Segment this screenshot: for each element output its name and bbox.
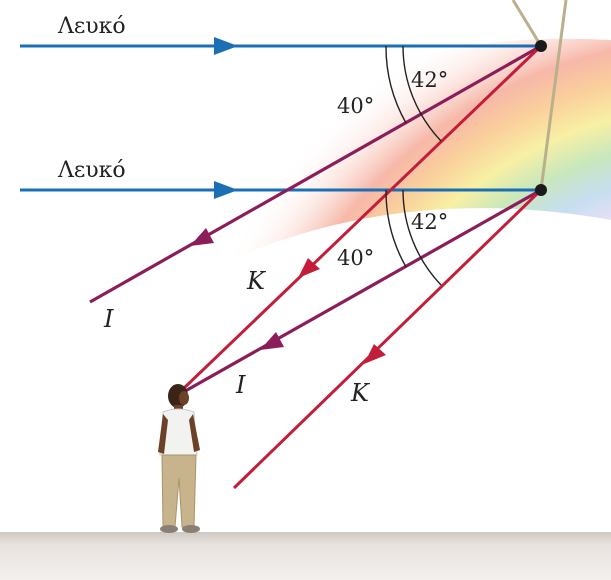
raindrop-bottom bbox=[535, 184, 547, 196]
ground bbox=[0, 532, 611, 580]
white-light-label-top: Λευκό bbox=[57, 14, 126, 39]
angle-42-bottom: 42° bbox=[411, 210, 448, 234]
red-label-bottom: Κ bbox=[350, 379, 371, 407]
red-ray-top bbox=[180, 44, 543, 392]
angle-42-top: 42° bbox=[411, 68, 448, 92]
violet-label-bottom: Ι bbox=[235, 371, 246, 399]
violet-ray-top bbox=[89, 44, 542, 304]
angle-arcs-top bbox=[385, 45, 442, 142]
drop-strings bbox=[511, 0, 568, 191]
raindrop-top bbox=[535, 40, 547, 52]
incident-ray-bottom bbox=[20, 181, 541, 199]
red-label-top: Κ bbox=[246, 267, 267, 295]
red-ray-bottom bbox=[232, 188, 543, 490]
angle-40-top: 40° bbox=[337, 94, 374, 118]
violet-label-top: Ι bbox=[103, 305, 114, 333]
violet-ray-bottom bbox=[179, 188, 542, 396]
observer-person bbox=[158, 384, 200, 533]
incident-ray-top bbox=[20, 37, 541, 55]
angle-40-bottom: 40° bbox=[337, 246, 374, 270]
white-light-label-bottom: Λευκό bbox=[57, 158, 126, 183]
angle-arcs-bottom bbox=[385, 189, 442, 286]
